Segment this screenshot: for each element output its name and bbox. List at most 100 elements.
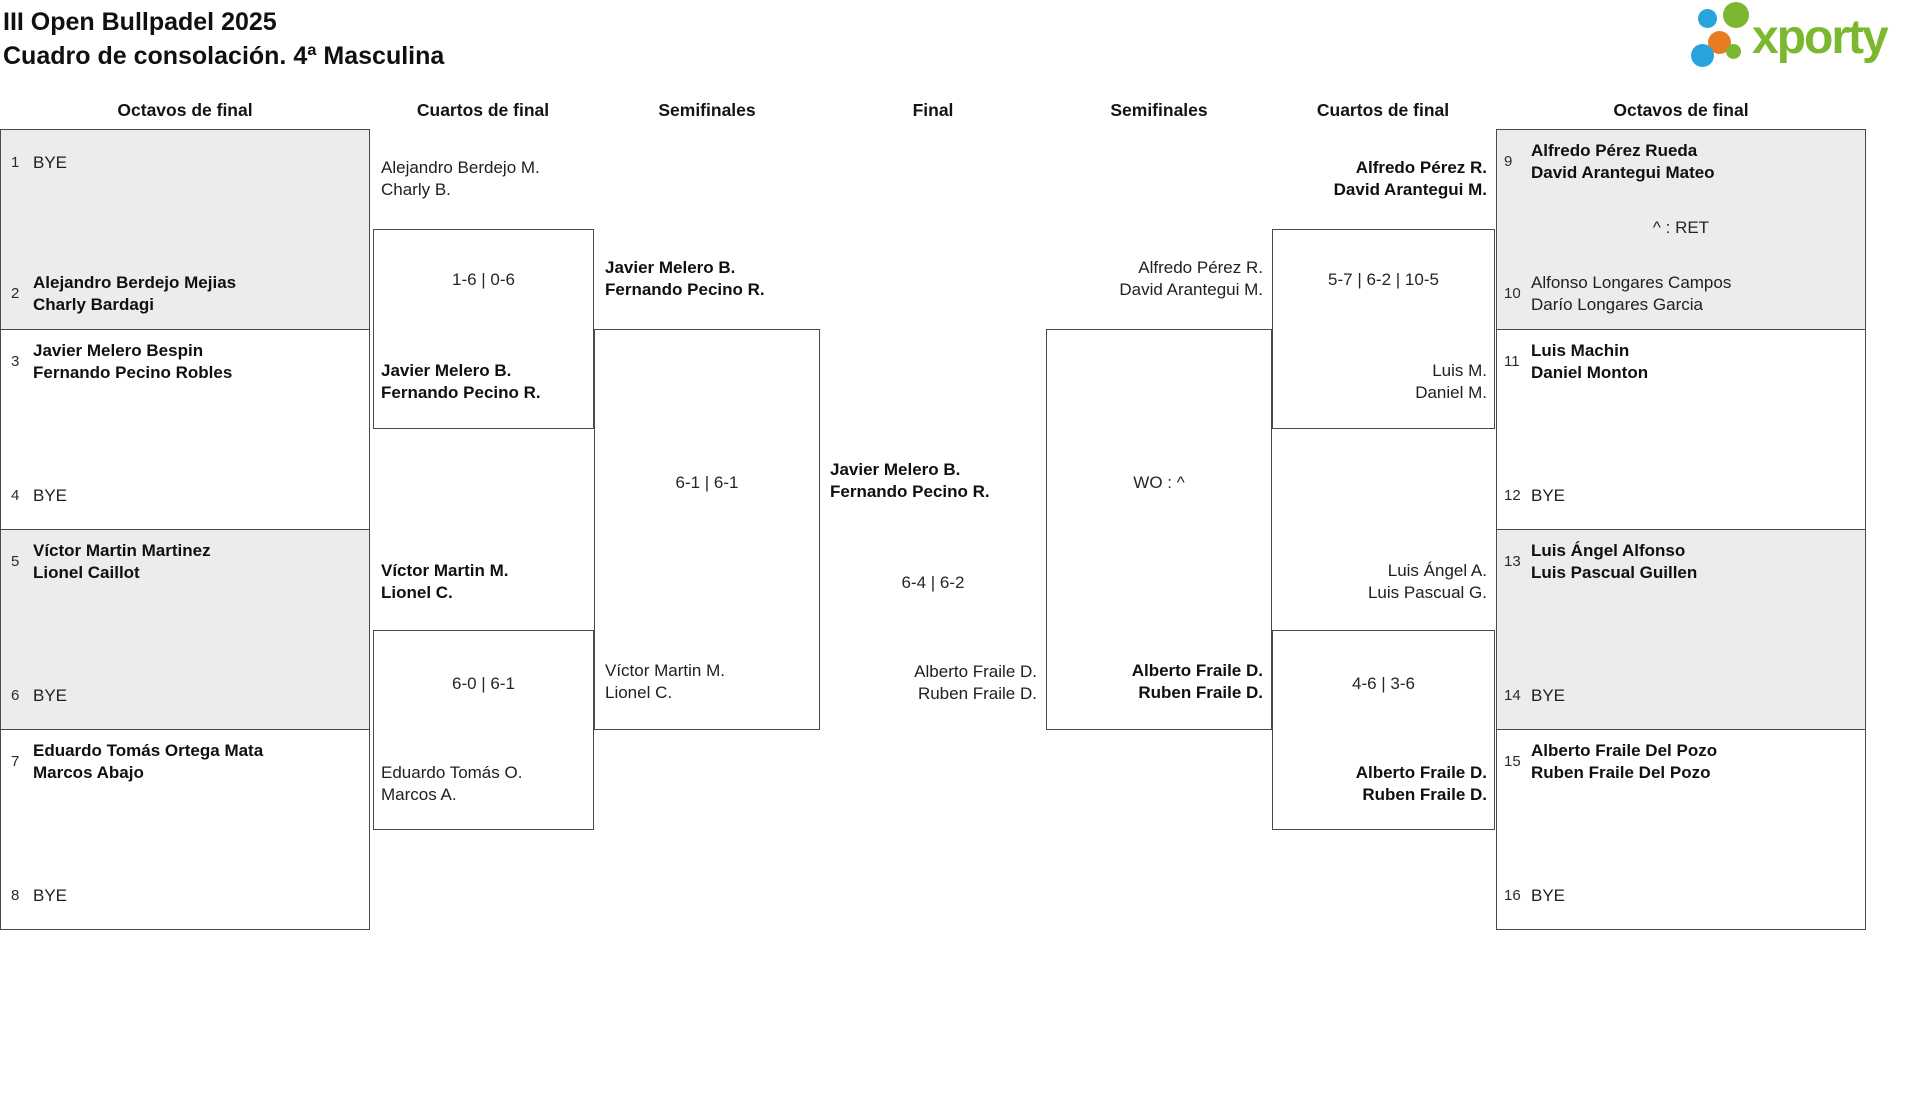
match-score-qf-right-top: 5-7 | 6-2 | 10-5 (1328, 270, 1439, 289)
team-name: Alfredo Pérez Rueda (1531, 141, 1698, 160)
team-name: BYE (33, 486, 68, 505)
match-score-qf-left-top: 1-6 | 0-6 (451, 270, 515, 289)
qf-right-top-team-a: Alfredo Pérez R. David Arantegui M. (1334, 157, 1487, 201)
round-header-semis-left: Semifinales (658, 100, 756, 120)
bracket-box-sf-left (594, 329, 820, 730)
bracket-box-qf-left-bottom (373, 630, 594, 830)
team-name: Víctor Martin Martinez (33, 541, 211, 560)
bracket-box-qf-right-bottom (1272, 630, 1495, 830)
bracket-box-octavos-right-3 (1496, 529, 1866, 730)
xporty-logo[interactable]: xporty (1688, 0, 1918, 80)
logo-dot-green-small (1726, 44, 1741, 59)
team-name: Darío Longares Garcia (1531, 295, 1703, 314)
round-header-semis-right: Semifinales (1110, 100, 1208, 120)
team-name: Alfredo Pérez R. (1138, 258, 1263, 277)
team-name: BYE (1531, 486, 1566, 505)
qf-right-top-team-b: Luis M. Daniel M. (1415, 360, 1487, 404)
round-header-cuartos-left: Cuartos de final (416, 100, 550, 120)
bracket-box-octavos-left-4 (0, 729, 370, 930)
bracket-slot-9: 9 Alfredo Pérez Rueda David Arantegui Ma… (1504, 140, 1856, 184)
seed-number: 4 (11, 487, 20, 504)
match-score-sf-left: 6-1 | 6-1 (675, 473, 739, 492)
team-name: Javier Melero B. (381, 361, 512, 380)
team-name: BYE (1531, 886, 1566, 905)
team-name: Víctor Martin M. (381, 561, 509, 580)
seed-number: 9 (1504, 153, 1513, 170)
logo-dot-green-large (1723, 2, 1749, 28)
logo-dot-blue-large (1691, 44, 1714, 67)
bracket-box-qf-left-top (373, 229, 594, 429)
qf-left-top-team-a: Alejandro Berdejo M. Charly B. (381, 157, 540, 201)
match-score-final: 6-4 | 6-2 (901, 573, 965, 592)
team-name: Marcos Abajo (33, 763, 144, 782)
seed-number: 3 (11, 353, 20, 370)
team-name: Daniel M. (1415, 383, 1487, 402)
team-name: Luis Pascual Guillen (1531, 563, 1698, 582)
bracket-slot-8: 8 BYE (11, 885, 359, 907)
bracket-slot-16: 16 BYE (1504, 885, 1856, 907)
bracket-box-qf-right-top (1272, 229, 1495, 429)
team-name: David Arantegui Mateo (1531, 163, 1715, 182)
seed-number: 10 (1504, 285, 1521, 302)
round-header-cuartos-right: Cuartos de final (1316, 100, 1450, 120)
bracket-slot-7: 7 Eduardo Tomás Ortega Mata Marcos Abajo (11, 740, 359, 784)
team-name: Javier Melero B. (605, 258, 736, 277)
round-header-octavos-right: Octavos de final (1613, 100, 1749, 120)
page-title: III Open Bullpadel 2025 (3, 8, 277, 36)
team-name: Eduardo Tomás O. (381, 763, 523, 782)
qf-left-bottom-team-b: Eduardo Tomás O. Marcos A. (381, 762, 522, 806)
bracket-box-octavos-left-3 (0, 529, 370, 730)
match-score-qf-left-bottom: 6-0 | 6-1 (451, 674, 515, 693)
final-team-a: Javier Melero B. Fernando Pecino R. (830, 459, 990, 503)
team-name: Víctor Martin M. (605, 661, 725, 680)
team-name: Ruben Fraile D. (1362, 785, 1487, 804)
match-score-sf-right: WO : ^ (1133, 473, 1185, 492)
seed-number: 2 (11, 285, 20, 302)
team-name: BYE (33, 886, 68, 905)
team-name: BYE (1531, 686, 1566, 705)
bracket-slot-14: 14 BYE (1504, 685, 1856, 707)
team-name: BYE (33, 686, 68, 705)
team-name: BYE (33, 153, 68, 172)
seed-number: 14 (1504, 687, 1521, 704)
sf-right-team-b: Alberto Fraile D. Ruben Fraile D. (1132, 660, 1263, 704)
seed-number: 6 (11, 687, 20, 704)
bracket-box-octavos-left-2 (0, 329, 370, 530)
logo-dot-blue-small (1698, 9, 1717, 28)
team-name: Charly B. (381, 180, 451, 199)
qf-left-bottom-team-a: Víctor Martin M. Lionel C. (381, 560, 509, 604)
team-name: Alberto Fraile D. (1131, 661, 1263, 680)
team-name: Alfredo Pérez R. (1355, 158, 1487, 177)
final-team-b: Alberto Fraile D. Ruben Fraile D. (914, 661, 1037, 705)
round-header-final: Final (912, 100, 954, 120)
team-name: Luis Ángel Alfonso (1531, 541, 1686, 560)
seed-number: 7 (11, 753, 20, 770)
team-name: Daniel Monton (1531, 363, 1649, 382)
logo-wordmark: xporty (1752, 11, 1889, 64)
team-name: Alberto Fraile Del Pozo (1531, 741, 1718, 760)
sf-left-team-b: Víctor Martin M. Lionel C. (605, 660, 725, 704)
team-name: David Arantegui M. (1333, 180, 1487, 199)
team-name: Alejandro Berdejo M. (381, 158, 540, 177)
bracket-slot-13: 13 Luis Ángel Alfonso Luis Pascual Guill… (1504, 540, 1856, 584)
team-name: Lionel Caillot (33, 563, 140, 582)
team-name: Alberto Fraile D. (1355, 763, 1487, 782)
bracket-slot-10: 10 Alfonso Longares Campos Darío Longare… (1504, 272, 1856, 316)
bracket-slot-3: 3 Javier Melero Bespin Fernando Pecino R… (11, 340, 359, 384)
team-name: Lionel C. (605, 683, 673, 702)
logo-dot-orange (1708, 31, 1731, 54)
bracket-slot-6: 6 BYE (11, 685, 359, 707)
team-name: Luis Machin (1531, 341, 1630, 360)
bracket-slot-11: 11 Luis Machin Daniel Monton (1504, 340, 1856, 384)
sf-right-team-a: Alfredo Pérez R. David Arantegui M. (1119, 257, 1263, 301)
bracket-box-sf-right (1046, 329, 1272, 730)
match-score-octavos-right: ^ : RET (1652, 218, 1710, 237)
seed-number: 13 (1504, 553, 1521, 570)
seed-number: 1 (11, 154, 20, 171)
team-name: Charly Bardagi (33, 295, 154, 314)
team-name: Alfonso Longares Campos (1531, 273, 1732, 292)
seed-number: 8 (11, 887, 20, 904)
team-name: Alejandro Berdejo Mejias (33, 273, 237, 292)
team-name: Ruben Fraile Del Pozo (1531, 763, 1711, 782)
